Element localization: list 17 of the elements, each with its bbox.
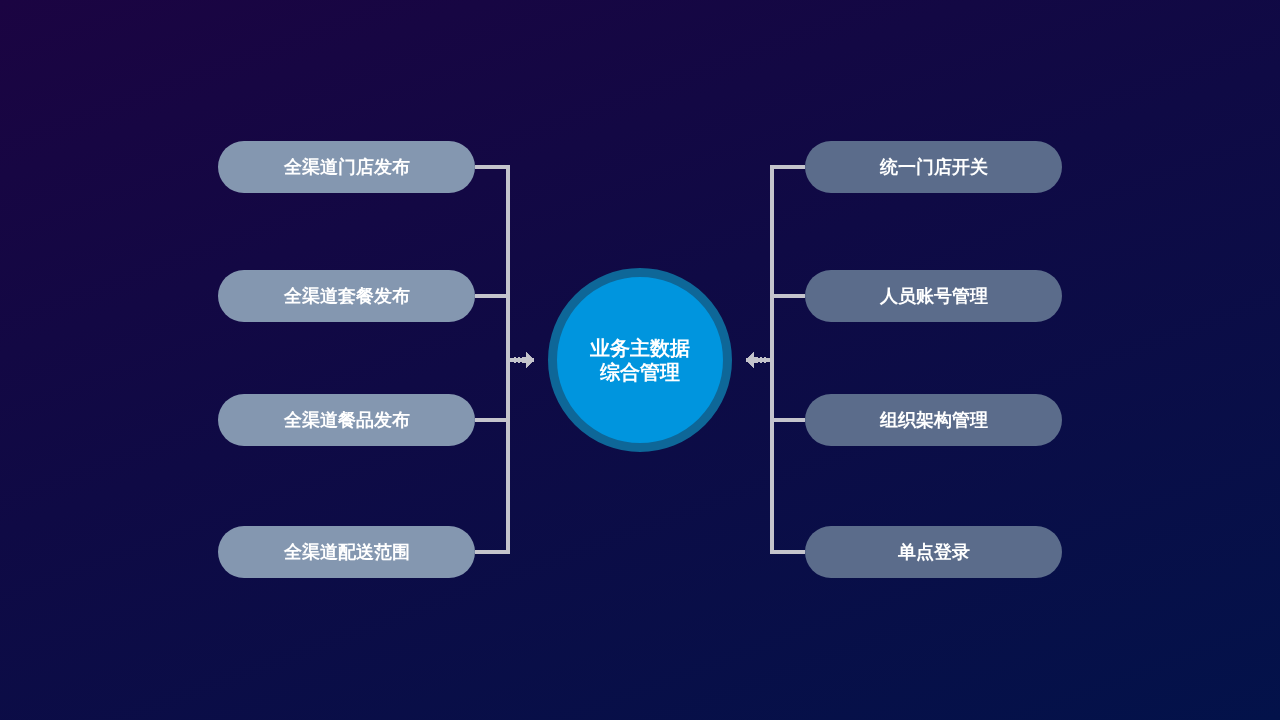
node-label: 全渠道配送范围 [283,540,410,564]
rounded-pill [805,526,1062,578]
rounded-pill [218,394,475,446]
rounded-pill [805,394,1062,446]
rounded-pill [805,141,1062,193]
rounded-pill [218,141,475,193]
node-label: 组织架构管理 [879,408,988,432]
node-label: 全渠道套餐发布 [283,284,410,308]
rounded-pill [218,526,475,578]
node-label: 单点登录 [897,540,970,564]
node-label: 统一门店开关 [879,155,988,179]
rounded-pill [805,270,1062,322]
node-label: 业务主数据综合管理 [589,336,691,384]
rounded-pill [218,270,475,322]
node-label: 全渠道餐品发布 [283,408,410,432]
node-label: 人员账号管理 [879,284,988,308]
node-label: 全渠道门店发布 [283,155,410,179]
